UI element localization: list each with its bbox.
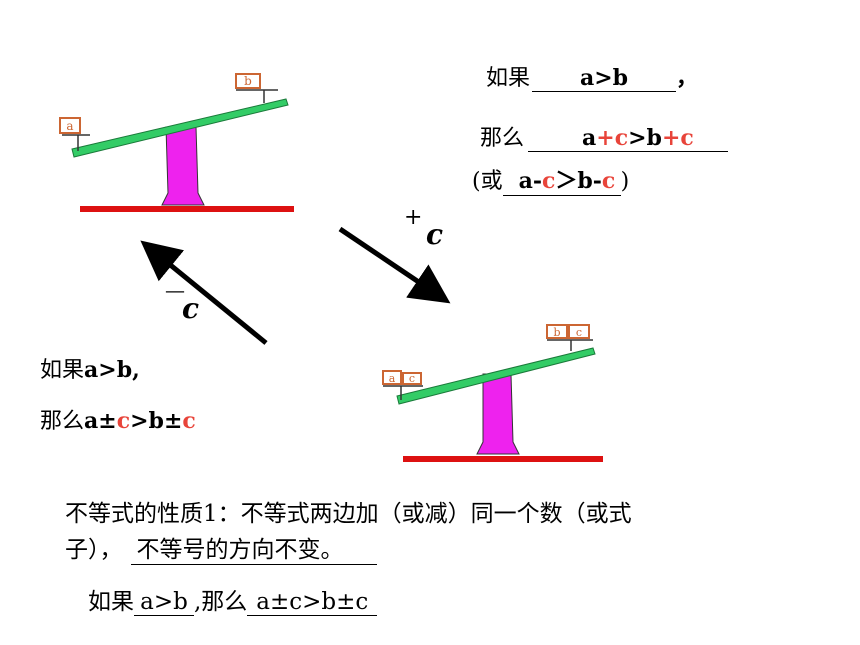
weight-a-label: a: [66, 119, 73, 133]
weight-b: [235, 73, 261, 89]
seesaw-base: [80, 206, 294, 212]
left-then-c2: c: [182, 408, 196, 434]
property-line2-start: 子），: [65, 537, 123, 563]
left-then-word: 那么: [40, 409, 85, 434]
line3-if-word: 如果: [88, 589, 134, 615]
then-plus-c2: +c: [661, 125, 694, 151]
left-then-gt-b: >b±: [130, 408, 183, 434]
left-if-line: 如果a>b,: [40, 352, 140, 384]
left-then-c1: c: [116, 408, 131, 434]
then-word: 那么: [480, 126, 525, 151]
then-a: a: [582, 125, 597, 151]
or-close: ): [620, 169, 630, 194]
left-then-line: 那么a±c>b±c: [40, 403, 196, 435]
or-gt-b: ＞b-: [555, 168, 602, 194]
weight-c-right-label: c: [576, 326, 582, 339]
seesaw-base: [403, 456, 603, 462]
comma: ，: [676, 65, 699, 91]
weight-c-right: [568, 324, 590, 339]
then-gt-b: >b: [628, 125, 662, 151]
weight-c-left-label: c: [409, 372, 415, 385]
line3-if-expr: a>b: [134, 589, 194, 616]
seesaw-pillar: [161, 126, 205, 206]
weight-b-label: b: [244, 74, 252, 88]
seesaw-beam: [71, 98, 289, 158]
line3-then-expr: a±c>b±c: [247, 589, 378, 616]
or-open: (或: [472, 169, 503, 194]
weight-c-left: [402, 372, 422, 385]
arrow-subtract-c: [140, 240, 268, 345]
arrow-var-c-forward: c: [426, 218, 444, 251]
if-word: 如果: [486, 66, 531, 91]
weight-b-label: b: [553, 326, 560, 339]
property-line1: 不等式的性质1：不等式两边加（或减）同一个数（或式: [65, 501, 632, 527]
or-c1: c: [541, 168, 556, 194]
then-plus-c1: +c: [596, 125, 629, 151]
or-a: a-: [518, 168, 542, 194]
left-then-a: a±: [84, 408, 117, 434]
or-c2: c: [601, 168, 616, 194]
seesaw-pillar: [476, 373, 520, 455]
line3-then-word: ,那么: [194, 589, 248, 615]
property-line2: 子）， 不等号的方向不变。: [65, 530, 377, 565]
arrow-add-c: [338, 226, 451, 304]
or-line: (或 a-c＞b-c): [472, 163, 629, 196]
weight-a-label: a: [389, 372, 396, 385]
transform-arrows: [140, 226, 451, 345]
if-blank: a>b: [532, 65, 677, 92]
minus-sign: —: [165, 278, 185, 302]
seesaw-beam: [396, 347, 596, 405]
arrow-var-c-back: c: [182, 292, 200, 325]
left-if-expr: a>b,: [84, 357, 140, 383]
seesaw-balanced-ac-bc: a c b c: [382, 324, 603, 462]
left-if-word: 如果: [40, 358, 85, 383]
property-conclusion: 不等号的方向不变。: [130, 530, 377, 565]
weight-a: [59, 117, 81, 134]
weight-b: [546, 324, 568, 339]
seesaw-balanced-ab: a b: [59, 73, 294, 212]
weight-a: [382, 370, 402, 385]
plus-sign: +: [404, 205, 423, 230]
